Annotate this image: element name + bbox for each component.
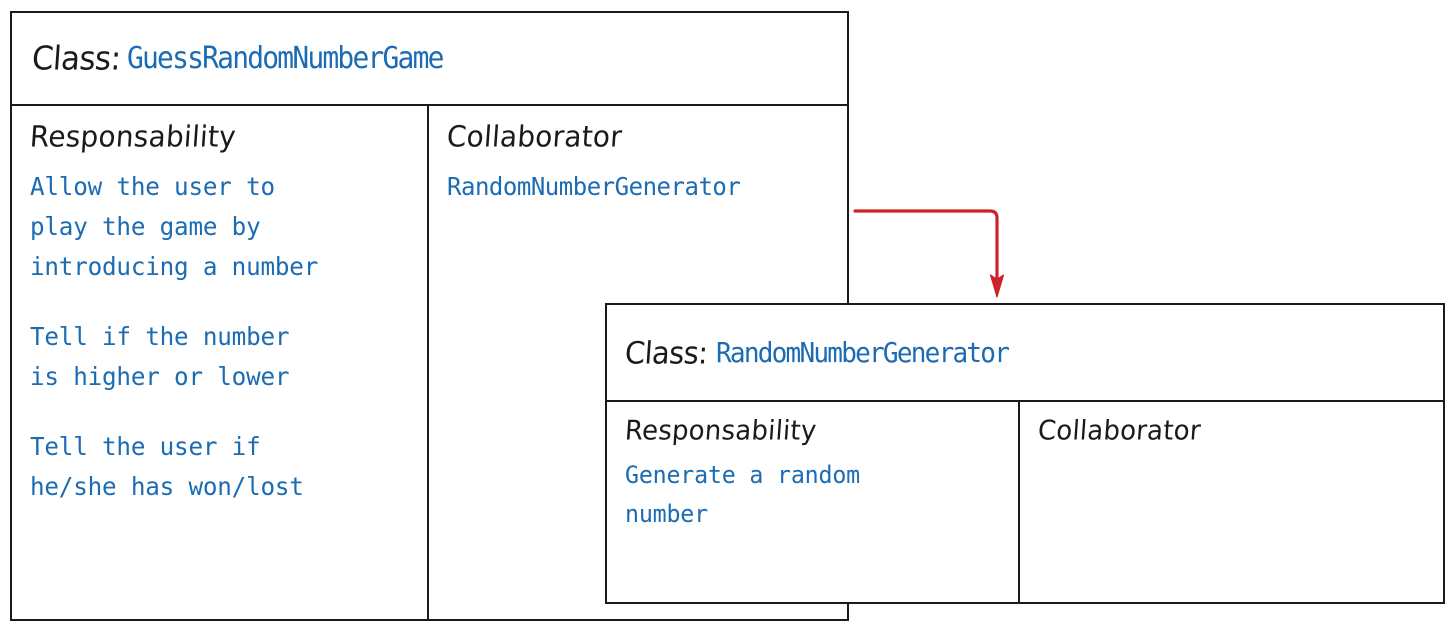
- collaborator-heading: Collaborator: [445, 119, 624, 154]
- collaborator-item[interactable]: RandomNumberGenerator: [447, 172, 741, 201]
- responsibility-heading: Responsability: [623, 415, 818, 447]
- responsibility-list: Generate a random number: [625, 456, 1000, 534]
- connector-arrow: [853, 209, 1005, 298]
- collaborator-column: Collaborator RandomNumberGenerator: [429, 106, 847, 619]
- crc-card-randomnumbergenerator[interactable]: Class: RandomNumberGenerator Responsabil…: [605, 303, 1445, 604]
- responsibility-heading: Responsability: [28, 119, 238, 154]
- responsibility-column: Responsability Allow the user to play th…: [12, 106, 429, 619]
- class-label: Class:: [30, 39, 122, 78]
- responsibility-item: Allow the user to play the game by intro…: [30, 172, 319, 281]
- responsibility-item: Tell if the number is higher or lower: [30, 322, 290, 391]
- card-header: Class: GuessRandomNumberGame: [12, 13, 847, 106]
- collaborator-column: Collaborator: [1020, 402, 1443, 602]
- responsibility-list: Allow the user to play the game by intro…: [30, 167, 409, 507]
- class-name: RandomNumberGenerator: [716, 336, 1010, 369]
- collaborator-list: RandomNumberGenerator: [447, 167, 829, 207]
- class-label: Class:: [623, 334, 709, 371]
- connector-arrowhead: [989, 274, 1005, 298]
- card-body: Responsability Allow the user to play th…: [12, 106, 847, 619]
- responsibility-column: Responsability Generate a random number: [607, 402, 1020, 602]
- responsibility-item: Tell the user if he/she has won/lost: [30, 432, 304, 501]
- card-header: Class: RandomNumberGenerator: [607, 305, 1443, 402]
- responsibility-item: Generate a random number: [625, 461, 860, 528]
- class-name: GuessRandomNumberGame: [127, 41, 444, 76]
- card-body: Responsability Generate a random number …: [607, 402, 1443, 602]
- collaborator-heading: Collaborator: [1036, 415, 1202, 447]
- connector-line: [853, 209, 999, 282]
